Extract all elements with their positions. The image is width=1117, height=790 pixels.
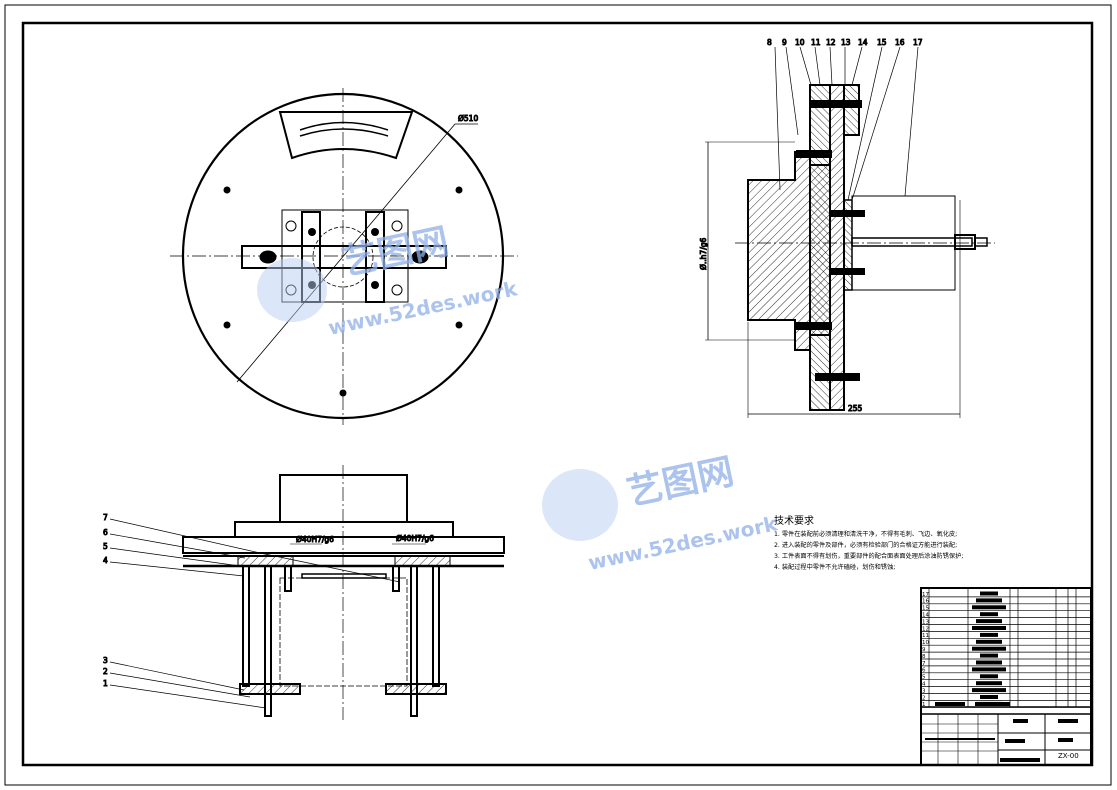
tech-item: 1. 零件在装配前必须清理和清洗干净，不得有毛刺、飞边、氧化皮; <box>774 530 957 538</box>
balloon: 4 <box>103 556 108 565</box>
parts-row-number: 4 <box>922 682 926 688</box>
tech-item: 3. 工件表面不得有划伤，重要部件的配合面表面处理后涂油防锈保护; <box>774 552 963 560</box>
parts-row-number: 5 <box>922 675 926 681</box>
balloon: 10 <box>795 38 805 47</box>
fit-label-left: Ø40H7/g6 <box>296 535 334 544</box>
outer-border <box>4 4 1112 786</box>
parts-row-number: 15 <box>922 606 929 612</box>
balloon: 17 <box>913 38 923 47</box>
parts-row-number: 12 <box>922 626 929 632</box>
balloon: 1 <box>103 679 108 688</box>
side-leaders <box>774 46 919 201</box>
front-balloons: 7 6 5 4 3 2 1 <box>103 513 109 689</box>
balloon: 12 <box>826 38 836 47</box>
side-diameter-label: Ø..h7/g6 <box>699 238 708 270</box>
tech-item: 2. 进入装配的零件及部件，必须有检验部门的合格证方能进行装配; <box>774 541 957 549</box>
side-length-label: 255 <box>848 404 863 413</box>
parts-row-number: 17 <box>922 592 929 598</box>
balloon: 11 <box>811 38 821 47</box>
parts-row-bar <box>980 612 998 617</box>
parts-row-number: 10 <box>922 640 929 646</box>
parts-row-number: 14 <box>922 613 929 619</box>
tech-title: 技术要求 <box>774 514 814 527</box>
parts-row-number: 11 <box>922 633 929 639</box>
balloon: 2 <box>103 667 108 676</box>
parts-row-number: 1 <box>922 702 926 708</box>
parts-row-bar <box>976 681 1002 686</box>
balloon: 3 <box>103 656 108 665</box>
parts-row-number: 7 <box>922 661 926 667</box>
parts-row-number: 8 <box>922 654 926 660</box>
side-section-view: Ø..h7/g6 255 8 9 10 11 12 13 14 15 16 17 <box>699 38 995 418</box>
watermark-brand: 艺图网 <box>338 221 452 284</box>
balloon: 5 <box>103 542 108 551</box>
parts-row-number: 2 <box>922 695 926 701</box>
front-view: Ø40H7/g6 Ø40H7/g6 7 6 5 4 3 2 1 <box>103 465 505 720</box>
balloon: 8 <box>767 38 772 47</box>
watermark-url: www.52des.work <box>326 276 520 340</box>
watermark-url: www.52des.work <box>586 511 780 575</box>
parts-row-bar <box>980 674 998 679</box>
side-balloons: 8 9 10 11 12 13 14 15 16 17 <box>767 38 924 48</box>
parts-row-bar <box>976 619 1002 624</box>
watermark-brand: 艺图网 <box>623 451 737 514</box>
balloon: 6 <box>103 528 108 537</box>
balloon: 9 <box>782 38 787 47</box>
parts-row-number: 6 <box>922 668 926 674</box>
parts-row-number: 9 <box>922 647 926 653</box>
parts-row-number: 16 <box>922 599 929 605</box>
parts-row-number: 13 <box>922 619 929 625</box>
parts-row-bar <box>976 660 1002 665</box>
bolt-holes <box>223 186 463 397</box>
technical-requirements: 技术要求 1. 零件在装配前必须清理和清洗干净，不得有毛刺、飞边、氧化皮; 2.… <box>774 514 963 571</box>
inner-frame <box>21 21 1094 767</box>
parts-row-bar <box>980 632 998 637</box>
tech-item: 4. 装配过程中零件不允许磕碰，划伤和锈蚀; <box>774 563 895 571</box>
parts-row-bar <box>972 626 1006 630</box>
parts-row-bar <box>972 646 1006 651</box>
top-diameter-label: Ø510 <box>458 114 478 123</box>
parts-row-bar <box>976 598 1002 603</box>
parts-row-bar <box>976 639 1002 644</box>
balloon: 7 <box>103 513 108 522</box>
parts-row-number: 3 <box>922 688 926 694</box>
fit-label-right: Ø40H7/g6 <box>396 534 434 543</box>
top-view: Ø510 <box>170 88 518 425</box>
balloon: 13 <box>841 38 851 47</box>
parts-row-bar <box>972 688 1006 693</box>
balloon: 16 <box>895 38 905 47</box>
parts-row-bar <box>972 667 1006 672</box>
parts-row-bar <box>980 591 998 596</box>
balloon: 14 <box>858 38 868 47</box>
parts-row-bar <box>980 695 998 699</box>
parts-row-bar <box>980 653 998 658</box>
drawing-number: ZX-00 <box>1058 752 1079 760</box>
parts-row-bar <box>972 605 1006 610</box>
balloon: 15 <box>877 38 887 47</box>
